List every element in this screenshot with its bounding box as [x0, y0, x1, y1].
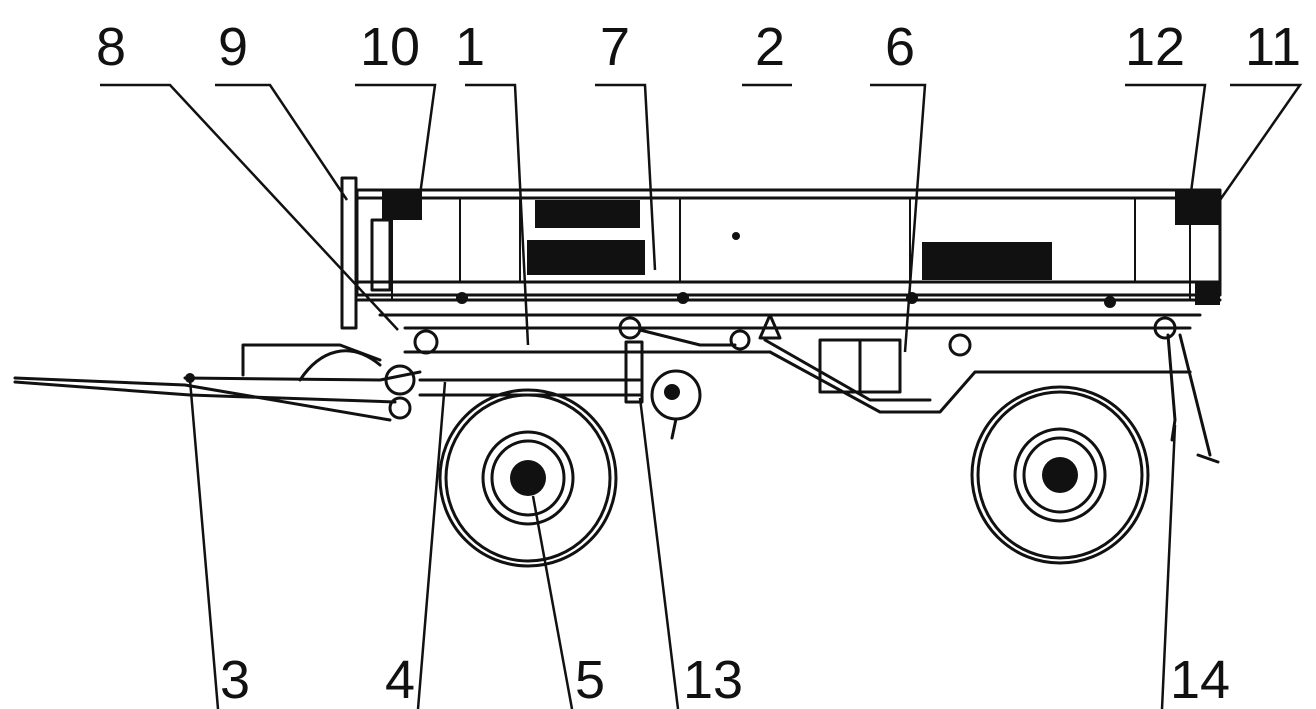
top-labels: 8 9 10 1 7 2 6 12 11 — [96, 17, 1301, 77]
label-12: 12 — [1125, 17, 1185, 77]
rear-support-leg — [1148, 333, 1220, 464]
label-10: 10 — [360, 17, 420, 77]
brake-cylinder — [624, 340, 702, 440]
bottom-labels: 3 4 5 13 14 — [220, 650, 1230, 709]
drawbar — [13, 343, 422, 422]
label-14: 14 — [1170, 650, 1230, 709]
label-5: 5 — [575, 650, 605, 709]
label-6: 6 — [885, 17, 915, 77]
label-3: 3 — [220, 650, 250, 709]
cargo-body — [340, 176, 1222, 330]
rear-wheel — [970, 385, 1150, 565]
label-9: 9 — [218, 17, 248, 77]
label-2: 2 — [755, 17, 785, 77]
leader-lines — [100, 83, 1303, 709]
label-1: 1 — [455, 17, 485, 77]
label-11: 11 — [1245, 17, 1301, 77]
chassis-frame — [403, 313, 1192, 414]
label-13: 13 — [683, 650, 743, 709]
label-4: 4 — [385, 650, 415, 709]
front-wheel — [438, 388, 618, 568]
label-7: 7 — [600, 17, 630, 77]
label-8: 8 — [96, 17, 126, 77]
